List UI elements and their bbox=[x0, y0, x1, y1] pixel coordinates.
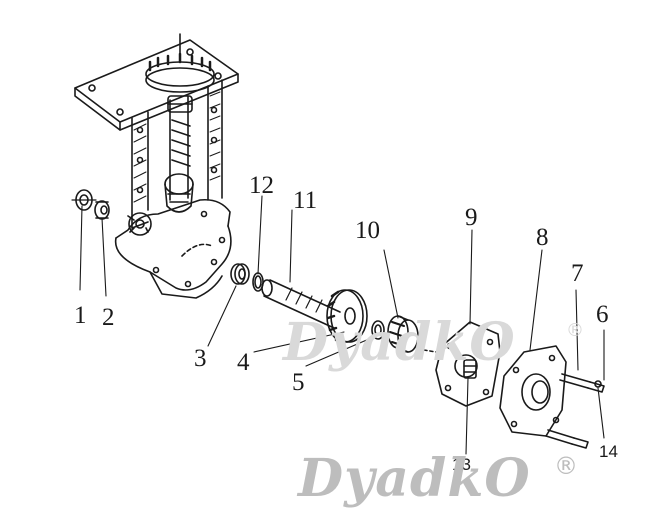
part-2-nut bbox=[94, 200, 110, 220]
parts-6-7-14-bolts bbox=[545, 373, 605, 449]
gearbox-housing bbox=[74, 33, 239, 299]
watermark-mid: DyadkO bbox=[283, 312, 516, 373]
callout-12: 12 bbox=[249, 172, 274, 199]
callout-14: 14 bbox=[599, 442, 618, 461]
watermark-low: DyadkO bbox=[298, 448, 531, 509]
callout-1: 1 bbox=[74, 302, 87, 329]
part-5-washer bbox=[371, 320, 385, 340]
callout-5: 5 bbox=[292, 369, 305, 396]
callout-4: 4 bbox=[237, 349, 250, 376]
part-10-bearing bbox=[387, 315, 419, 353]
registered-mark-mid: ® bbox=[566, 320, 584, 341]
part-1-washer bbox=[71, 189, 97, 211]
callout-3: 3 bbox=[194, 345, 207, 372]
part-8-end-cover bbox=[499, 345, 567, 437]
leader-lines bbox=[79, 195, 605, 455]
callout-8: 8 bbox=[536, 224, 549, 251]
callout-11: 11 bbox=[293, 187, 318, 214]
callout-2: 2 bbox=[102, 304, 115, 331]
callout-13: 13 bbox=[452, 455, 471, 474]
part-9-gasket bbox=[423, 321, 501, 407]
part-3-ring bbox=[230, 263, 250, 285]
part-4-bevel-gear bbox=[326, 289, 368, 343]
callout-7: 7 bbox=[571, 260, 584, 287]
callout-6: 6 bbox=[596, 301, 609, 328]
callout-9: 9 bbox=[465, 204, 478, 231]
registered-mark-low: ® bbox=[554, 452, 578, 480]
callout-10: 10 bbox=[355, 217, 380, 244]
part-13-small-bearing bbox=[463, 359, 477, 379]
